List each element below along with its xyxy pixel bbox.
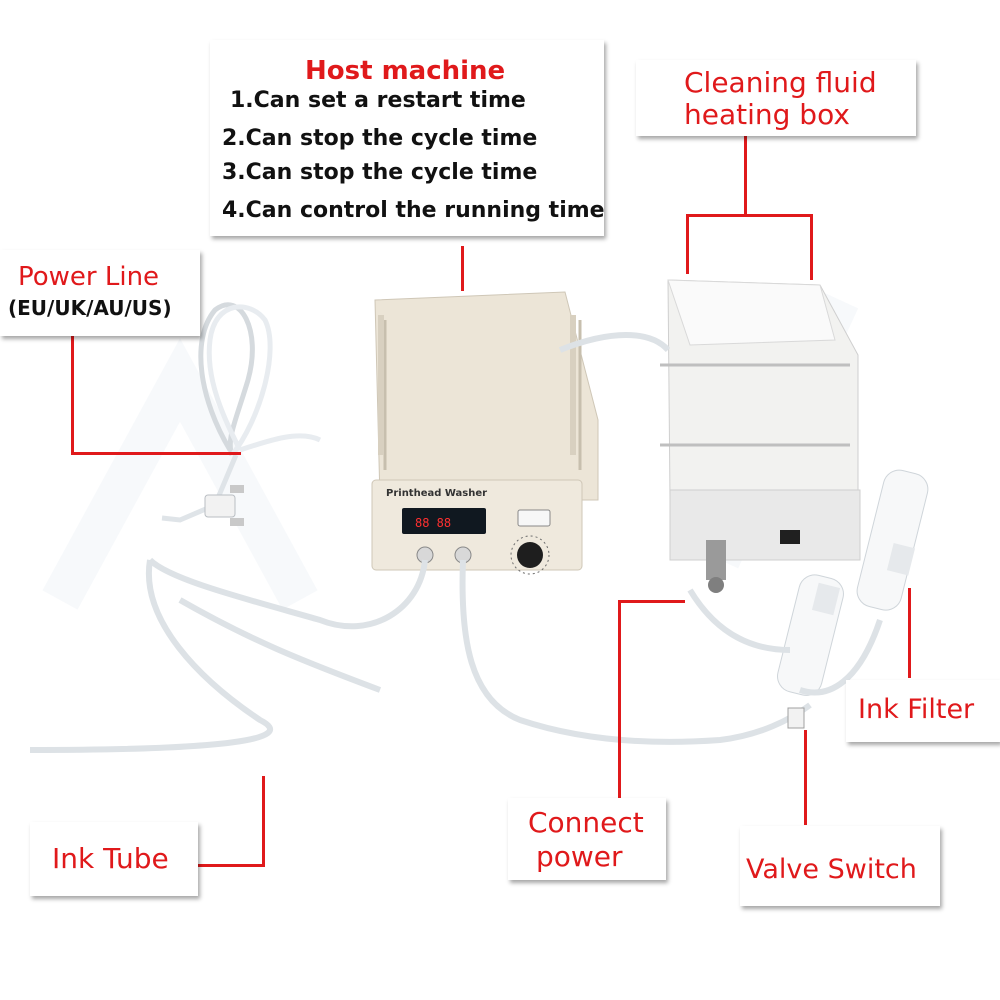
host-machine-device: 88 88 <box>371 291 599 575</box>
power-plug <box>204 485 244 526</box>
host-feature-1: 1.Can set a restart time <box>230 88 526 113</box>
host-feature-2: 2.Can stop the cycle time <box>222 126 538 151</box>
ink-filters <box>777 469 929 696</box>
tubes <box>29 332 883 753</box>
connect-power-title-line1: Connect <box>528 806 644 839</box>
heating-box-label: Cleaning fluid heating box <box>636 60 916 136</box>
ink-tube-title: Ink Tube <box>52 842 169 875</box>
line-inktube-horizontal <box>198 864 265 867</box>
host-feature-3: 3.Can stop the cycle time <box>222 160 538 185</box>
heating-box-title-line1: Cleaning fluid <box>684 66 877 99</box>
connect-power-title-line2: power <box>536 840 623 873</box>
line-heating-left-drop <box>686 214 689 274</box>
host-machine-label: Host machine 1.Can set a restart time 2.… <box>210 40 605 236</box>
line-valve-vertical <box>804 730 807 825</box>
power-line-subtitle: (EU/UK/AU/US) <box>8 296 172 320</box>
line-power-vertical <box>71 336 74 454</box>
line-heating-vertical <box>744 136 747 216</box>
power-line-title: Power Line <box>18 262 160 292</box>
line-connect-vertical <box>618 600 621 798</box>
heating-box-device <box>660 279 861 593</box>
power-cord <box>161 302 322 523</box>
line-host-vertical <box>461 246 464 291</box>
heating-box-title-line2: heating box <box>684 98 850 131</box>
ink-tube-label: Ink Tube <box>30 822 198 896</box>
line-inktube-vertical <box>262 776 265 866</box>
line-filter-vertical <box>908 588 911 678</box>
host-machine-title: Host machine <box>305 56 506 86</box>
valve-switch-title: Valve Switch <box>746 854 917 885</box>
line-heating-right-drop <box>810 214 813 280</box>
svg-text:88 88: 88 88 <box>415 516 451 530</box>
ink-filter-title: Ink Filter <box>858 694 975 725</box>
host-feature-4: 4.Can control the running time <box>222 198 605 223</box>
ink-filter-label: Ink Filter <box>846 680 1000 742</box>
line-heating-horizontal <box>686 214 812 217</box>
line-power-horizontal <box>71 452 241 455</box>
device-brand-label: Printhead Washer <box>386 488 488 499</box>
valve-switch-label: Valve Switch <box>740 826 940 906</box>
power-line-label: Power Line (EU/UK/AU/US) <box>0 250 200 336</box>
line-connect-horizontal <box>620 600 685 603</box>
connect-power-label: Connect power <box>508 798 666 880</box>
valve-switch-device <box>787 707 805 729</box>
